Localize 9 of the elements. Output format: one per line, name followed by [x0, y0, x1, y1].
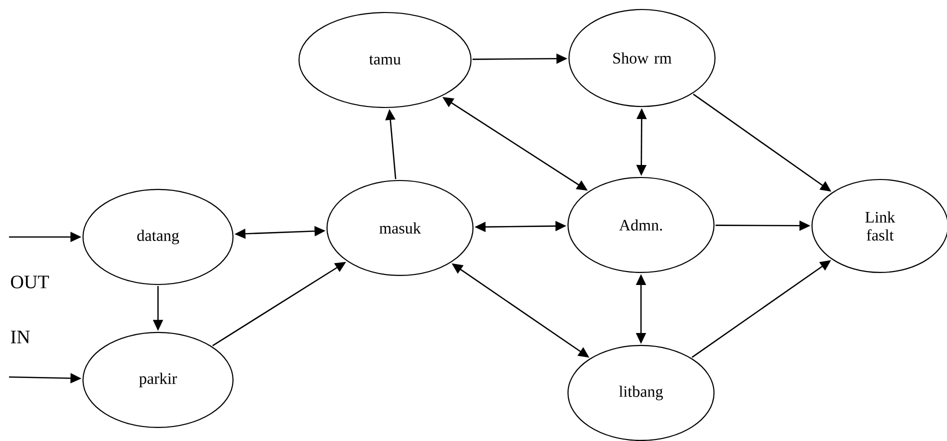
ellipse-node: datang	[82, 188, 234, 286]
ellipse-node: masuk	[326, 180, 474, 276]
flow-label: IN	[10, 330, 30, 344]
ellipse-node: tamu	[298, 12, 472, 108]
flow-label: OUT	[11, 276, 49, 288]
ellipse-node: litbang	[567, 344, 715, 441]
ellipse-node: parkir	[82, 332, 234, 428]
ellipse-node: Show rm	[568, 8, 716, 108]
ellipse-node: Admn.	[567, 176, 715, 274]
